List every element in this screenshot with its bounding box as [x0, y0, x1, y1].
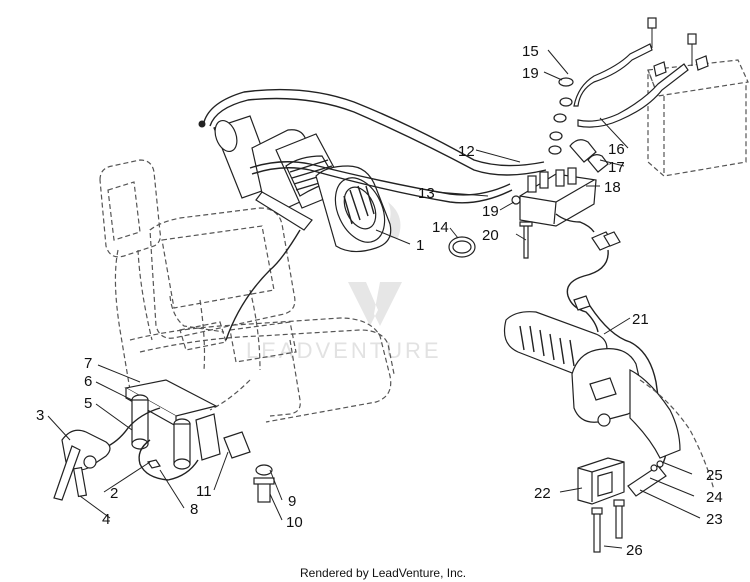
- callout-6: 6: [84, 373, 92, 390]
- switch-harness: [566, 231, 667, 473]
- callout-26: 26: [626, 542, 643, 559]
- footer-credit: Rendered by LeadVenture, Inc.: [300, 566, 466, 580]
- handlebar-switch: [503, 311, 715, 491]
- callout-5: 5: [84, 395, 92, 412]
- callout-15: 15: [522, 43, 539, 60]
- callout-14: 14: [432, 219, 449, 236]
- callout-23: 23: [706, 511, 723, 528]
- switch-bracket: [577, 457, 667, 553]
- terminal-bolt-left: [647, 17, 657, 29]
- callout-8: 8: [190, 501, 198, 518]
- callout-4: 4: [102, 511, 110, 528]
- callout-21: 21: [632, 311, 649, 328]
- winch-cables: [198, 88, 547, 204]
- callout-10: 10: [286, 514, 303, 531]
- watermark-logo: LEADVENTURE: [246, 202, 442, 363]
- callout-11: 11: [196, 483, 212, 500]
- solenoid-assembly: [511, 77, 609, 259]
- callout-18: 18: [604, 179, 621, 196]
- battery-cables: [573, 17, 697, 128]
- callout-3: 3: [36, 407, 44, 424]
- callout-2: 2: [110, 485, 118, 502]
- callout-17: 17: [608, 159, 625, 176]
- callout-16: 16: [608, 141, 625, 158]
- callout-12: 12: [458, 143, 475, 160]
- watermark-text: LEADVENTURE: [246, 338, 442, 363]
- callout-19-bottom: 19: [482, 203, 499, 220]
- callout-13: 13: [418, 185, 435, 202]
- callout-1: 1: [416, 237, 424, 254]
- callout-9: 9: [288, 493, 296, 510]
- terminal-bolt-right: [687, 33, 697, 45]
- callouts: 1 2 3 4 5 6 7 8 9 10 11 12 13 14 15 16 1…: [36, 43, 723, 559]
- callout-25: 25: [706, 467, 723, 484]
- callout-7: 7: [84, 355, 92, 372]
- leader-lines: [47, 49, 701, 549]
- callout-24: 24: [706, 489, 723, 506]
- battery-outline: [647, 55, 749, 177]
- callout-20: 20: [482, 227, 499, 244]
- fairlead-assembly: [53, 379, 275, 503]
- callout-22: 22: [534, 485, 551, 502]
- callout-19-top: 19: [522, 65, 539, 82]
- cable-clip: [448, 236, 476, 258]
- bumper-outline: [99, 159, 395, 423]
